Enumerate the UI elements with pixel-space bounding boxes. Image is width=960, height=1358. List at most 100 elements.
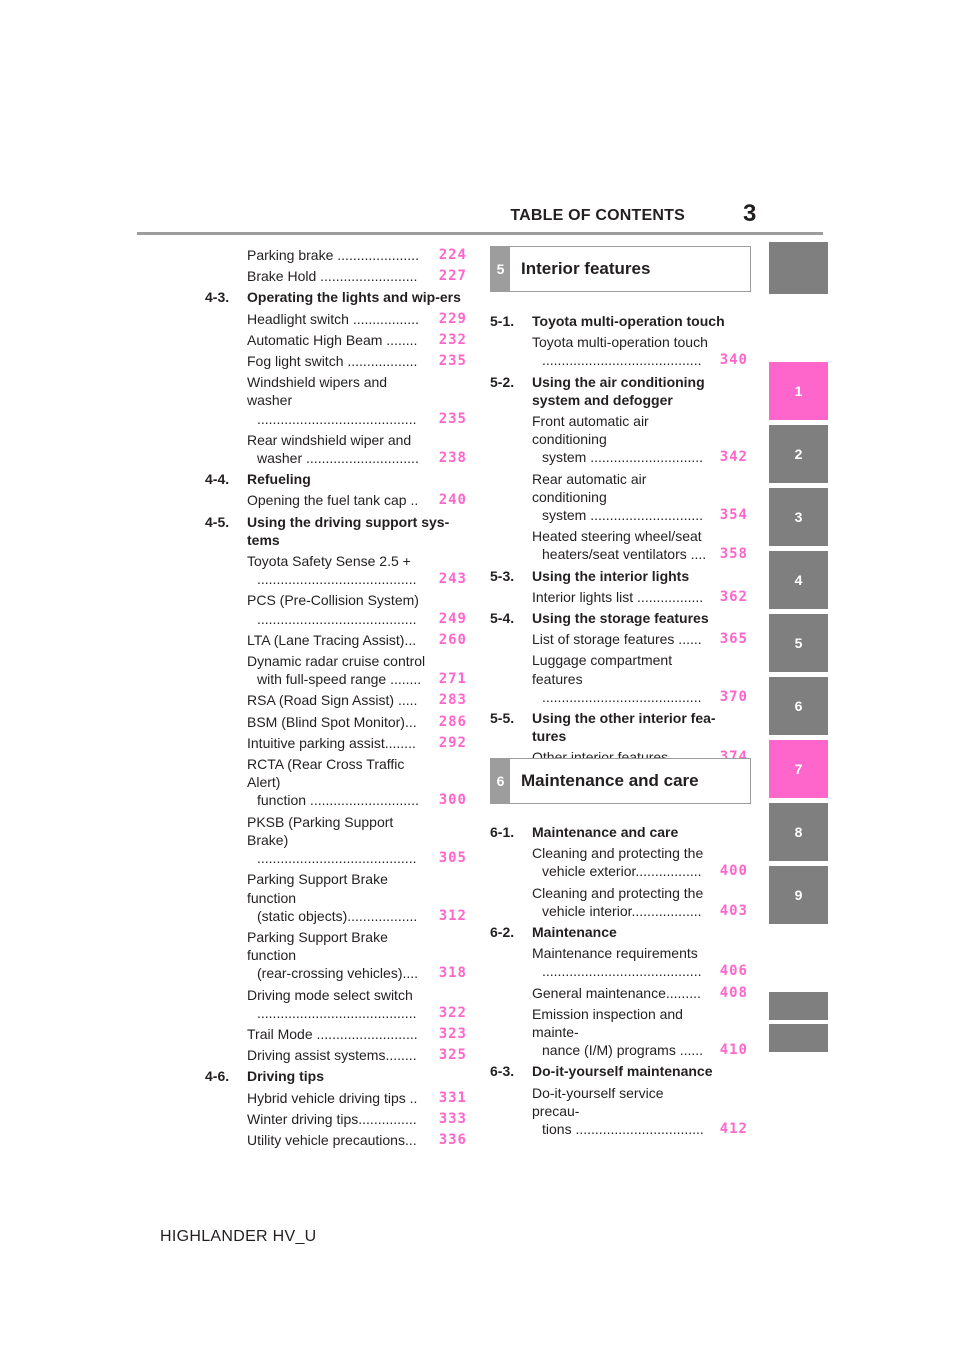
side-tab-chapter-4[interactable]: 4 bbox=[769, 551, 828, 609]
side-tab-chapter-9[interactable]: 9 bbox=[769, 866, 828, 924]
page-link[interactable]: 232 bbox=[438, 331, 467, 348]
page-link[interactable]: 224 bbox=[438, 247, 467, 263]
leader-dots: ........................................… bbox=[542, 963, 702, 980]
toc-entry[interactable]: Winter driving tips...............333 bbox=[205, 1110, 467, 1128]
page-link[interactable]: 365 bbox=[719, 631, 748, 648]
page-link[interactable]: 336 bbox=[438, 1131, 467, 1148]
entry-title: Brake Hold ......................... bbox=[247, 268, 418, 285]
page-link[interactable]: 300 bbox=[438, 792, 467, 809]
toc-entry[interactable]: Parking brake .....................224 bbox=[205, 246, 467, 264]
toc-entry[interactable]: Toyota Safety Sense 2.5 + ..............… bbox=[205, 552, 467, 588]
page-link[interactable]: 412 bbox=[719, 1121, 748, 1138]
toc-entry[interactable]: Opening the fuel tank cap ..240 bbox=[205, 491, 467, 509]
toc-entry[interactable]: Automatic High Beam ........232 bbox=[205, 331, 467, 349]
page-link[interactable]: 342 bbox=[719, 449, 748, 466]
entry-title: General maintenance......... bbox=[532, 984, 701, 1001]
page-link[interactable]: 271 bbox=[438, 671, 467, 688]
side-tab-chapter-6[interactable]: 6 bbox=[769, 677, 828, 735]
toc-entry[interactable]: General maintenance......... 408 bbox=[490, 984, 748, 1002]
page-link[interactable]: 283 bbox=[438, 692, 467, 709]
page-link[interactable]: 325 bbox=[438, 1047, 467, 1064]
side-tab-chapter-3[interactable]: 3 bbox=[769, 488, 828, 546]
side-tab-chapter-2[interactable]: 2 bbox=[769, 425, 828, 483]
toc-entry[interactable]: RSA (Road Sign Assist) .....283 bbox=[205, 691, 467, 709]
toc-entry[interactable]: RCTA (Rear Cross Traffic Alert)function … bbox=[205, 755, 467, 810]
page-link[interactable]: 331 bbox=[438, 1089, 467, 1106]
page-link[interactable]: 322 bbox=[438, 1004, 467, 1021]
page-link[interactable]: 292 bbox=[438, 734, 467, 751]
side-tab-chapter-5[interactable]: 5 bbox=[769, 614, 828, 672]
page-link[interactable]: 318 bbox=[438, 965, 467, 982]
page-link[interactable]: 333 bbox=[438, 1110, 467, 1127]
toc-entry[interactable]: Brake Hold ......................... 227 bbox=[205, 267, 467, 285]
page-link[interactable]: 410 bbox=[719, 1042, 748, 1059]
page-link[interactable]: 370 bbox=[719, 688, 748, 705]
page-link[interactable]: 240 bbox=[438, 492, 467, 509]
page-link[interactable]: 238 bbox=[438, 450, 467, 467]
page-link[interactable]: 260 bbox=[438, 631, 467, 648]
side-tab-chapter-7[interactable]: 7 bbox=[769, 740, 828, 798]
toc-entry[interactable]: Headlight switch .................229 bbox=[205, 310, 467, 328]
toc-entry[interactable]: Luggage compartment features ...........… bbox=[490, 651, 748, 706]
page-link[interactable]: 323 bbox=[438, 1025, 467, 1042]
page-link[interactable]: 235 bbox=[438, 353, 467, 370]
page-link[interactable]: 229 bbox=[438, 310, 467, 327]
toc-entry[interactable]: Interior lights list .................36… bbox=[490, 588, 748, 606]
page-link[interactable]: 354 bbox=[719, 507, 748, 524]
toc-entry[interactable]: BSM (Blind Spot Monitor)...286 bbox=[205, 713, 467, 731]
toc-entry[interactable]: PCS (Pre-Collision System) .............… bbox=[205, 591, 467, 627]
page-link[interactable]: 235 bbox=[438, 410, 467, 427]
side-tab-chapter-1[interactable]: 1 bbox=[769, 362, 828, 420]
page-link[interactable]: 408 bbox=[719, 984, 748, 1001]
toc-entry[interactable]: Toyota multi-operation touch ...........… bbox=[490, 333, 748, 369]
toc-entry[interactable]: LTA (Lane Tracing Assist)...260 bbox=[205, 631, 467, 649]
toc-entry[interactable]: PKSB (Parking Support Brake) ...........… bbox=[205, 813, 467, 868]
toc-entry[interactable]: Windshield wipers and washer ...........… bbox=[205, 373, 467, 428]
page-link[interactable]: 243 bbox=[438, 571, 467, 588]
leader-dots: .. bbox=[405, 1089, 418, 1106]
toc-entry[interactable]: Maintenance requirements ...............… bbox=[490, 944, 748, 980]
entry-title: Dynamic radar cruise control bbox=[247, 653, 426, 670]
page-link[interactable]: 227 bbox=[438, 268, 467, 285]
page-link[interactable]: 249 bbox=[438, 610, 467, 627]
side-tab-chapter-8[interactable]: 8 bbox=[769, 803, 828, 861]
page-link[interactable]: 340 bbox=[719, 352, 748, 369]
section-title: Driving tips bbox=[247, 1068, 325, 1085]
chapter-5-heading[interactable]: 5 Interior features bbox=[490, 246, 751, 292]
page-link[interactable]: 406 bbox=[719, 963, 748, 980]
toc-entry[interactable]: Utility vehicle precautions...336 bbox=[205, 1131, 467, 1149]
toc-entry[interactable]: Driving assist systems........325 bbox=[205, 1046, 467, 1064]
leader-dots: ........ bbox=[386, 671, 422, 688]
chapter-6-heading[interactable]: 6 Maintenance and care bbox=[490, 758, 751, 804]
toc-entry[interactable]: Parking Support Brake function(rear-cros… bbox=[205, 928, 467, 983]
page-link[interactable]: 403 bbox=[719, 902, 748, 919]
page-link[interactable]: 305 bbox=[438, 850, 467, 867]
toc-entry[interactable]: Fog light switch ..................235 bbox=[205, 352, 467, 370]
page-link[interactable]: 312 bbox=[438, 907, 467, 924]
toc-entry[interactable]: Intuitive parking assist........292 bbox=[205, 734, 467, 752]
entry-title: Do-it-yourself service precau- bbox=[532, 1084, 664, 1119]
page-link[interactable]: 400 bbox=[719, 863, 748, 880]
toc-entry[interactable]: Trail Mode ..........................323 bbox=[205, 1025, 467, 1043]
entry-continuation: washer ............................. bbox=[247, 449, 429, 467]
toc-entry[interactable]: Parking Support Brake function(static ob… bbox=[205, 870, 467, 925]
entry-continuation: vehicle interior.................. bbox=[532, 902, 710, 920]
entry-continuation: ........................................… bbox=[532, 962, 710, 980]
toc-entry[interactable]: Emission inspection and mainte-nance (I/… bbox=[490, 1005, 748, 1060]
page-link[interactable]: 362 bbox=[719, 588, 748, 605]
toc-entry[interactable]: Do-it-yourself service precau-tions ....… bbox=[490, 1084, 748, 1139]
toc-entry[interactable]: Driving mode select switch .............… bbox=[205, 986, 467, 1022]
toc-entry[interactable]: Hybrid vehicle driving tips ..331 bbox=[205, 1089, 467, 1107]
page-link[interactable]: 358 bbox=[719, 546, 748, 563]
page-link[interactable]: 286 bbox=[438, 713, 467, 730]
toc-entry[interactable]: List of storage features ......365 bbox=[490, 630, 748, 648]
